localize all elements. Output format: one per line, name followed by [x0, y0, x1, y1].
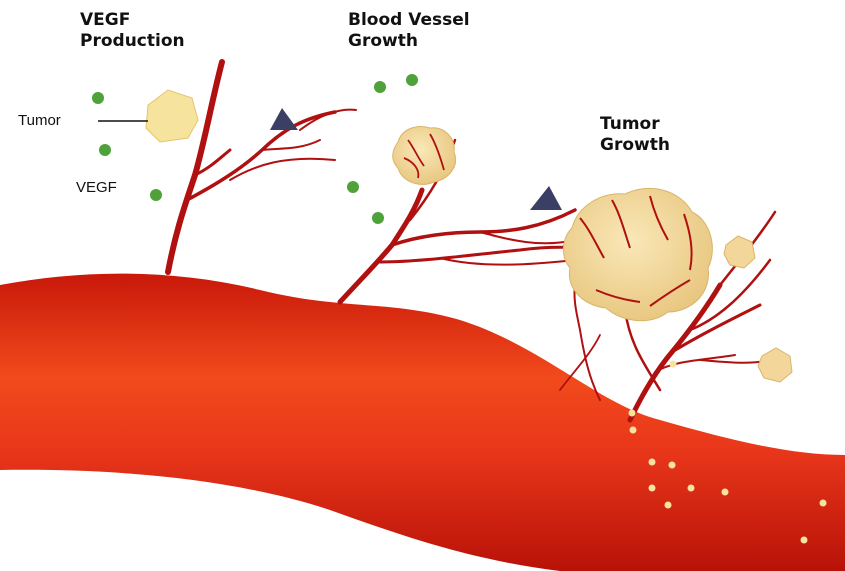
- heading-blood-vessel-growth-line2: Growth: [348, 31, 470, 52]
- heading-tumor-growth-line1: Tumor: [600, 114, 670, 135]
- heading-tumor-growth-line2: Growth: [600, 135, 670, 156]
- inhibitor-molecule-2: [530, 186, 562, 210]
- heading-tumor-growth: Tumor Growth: [600, 114, 670, 156]
- heading-blood-vessel-growth-line1: Blood Vessel: [348, 10, 470, 31]
- tumor-small: [146, 90, 198, 142]
- heading-vegf-production-line2: Production: [80, 31, 185, 52]
- inhibitor-molecule-1: [270, 108, 298, 130]
- tumor-satellite-2: [758, 348, 792, 382]
- vegf-molecules: [92, 74, 418, 224]
- label-vegf: VEGF: [76, 179, 117, 196]
- heading-vegf-production: VEGF Production: [80, 10, 185, 52]
- heading-vegf-production-line1: VEGF: [80, 10, 185, 31]
- heading-blood-vessel-growth: Blood Vessel Growth: [348, 10, 470, 52]
- tumor-large: [563, 188, 712, 320]
- tumor-satellite-1: [724, 236, 755, 268]
- label-tumor: Tumor: [18, 112, 61, 129]
- tumor-medium: [393, 127, 456, 185]
